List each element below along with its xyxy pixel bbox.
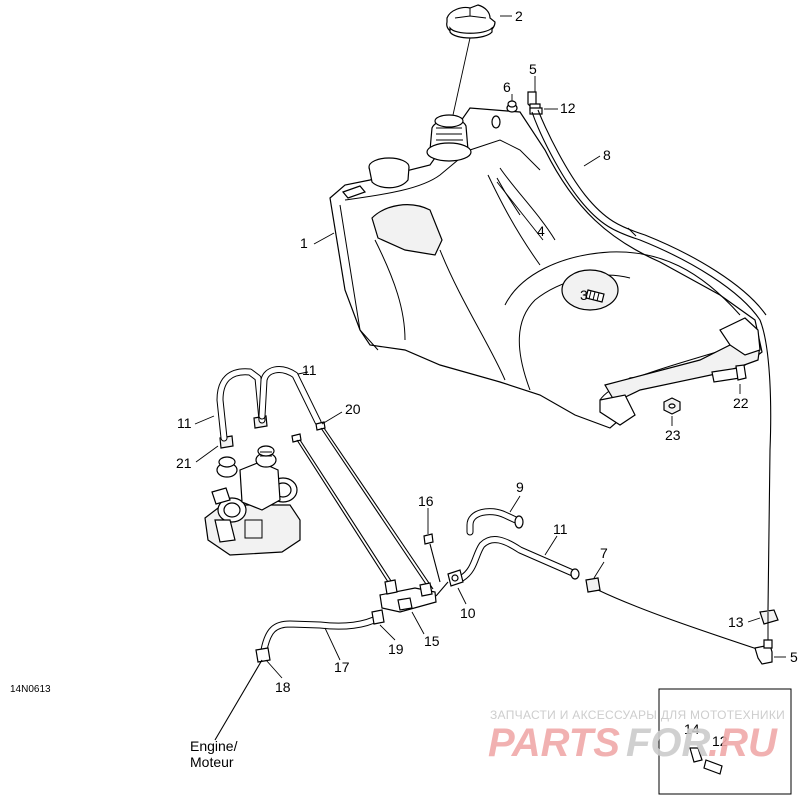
callout-14: 14 [684,721,700,737]
fuel-tank [329,107,763,429]
engine-label-line2: Moteur [190,754,234,770]
callout-22: 22 [733,395,749,411]
callout-11-right: 11 [553,521,568,537]
watermark-tagline: ЗАПЧАСТИ И АКСЕССУАРЫ ДЛЯ МОТОТЕХНИКИ [490,708,785,722]
callout-8: 8 [603,147,611,163]
callout-15: 15 [424,633,440,649]
callout-17: 17 [334,659,350,675]
return-line [597,589,761,651]
callout-4: 4 [537,223,545,239]
leader-lines [194,15,786,679]
callout-12-top: 12 [560,100,576,116]
callout-18: 18 [275,679,291,695]
callout-20: 20 [345,401,361,417]
callout-numbers: 2 5 6 12 8 1 4 3 11 22 20 11 23 21 9 16 … [176,8,798,749]
vent-hose [531,109,772,611]
sender-bolt [585,289,605,303]
watermark-brand-parts: PARTS [488,721,620,765]
watermark-brand-for: FOR [626,721,711,765]
callout-3: 3 [580,287,588,303]
callout-16: 16 [418,493,434,509]
callout-23: 23 [665,427,681,443]
callout-13: 12 [712,733,728,749]
main-fuel-hose [435,536,580,597]
hose-clips [291,421,326,443]
detail-inset [658,688,792,795]
callout-21: 21 [176,455,192,471]
elbow-hose [466,508,524,536]
engine-fuel-hose [214,609,385,741]
callout-10: 10 [460,605,476,621]
watermark: ЗАПЧАСТИ И АКСЕССУАРЫ ДЛЯ МОТОТЕХНИКИ PA… [488,708,785,765]
callout-5-top: 5 [529,61,537,77]
callout-2: 2 [515,8,523,24]
callout-11-left: 11 [177,415,192,431]
callout-7: 7 [600,545,608,561]
callout-6: 6 [503,79,511,95]
mounting-bolt [711,364,747,383]
callout-12-bottom: 13 [728,614,744,630]
carb-to-fitting-lines [296,427,434,591]
callout-5-bottom: 5 [790,649,798,665]
callout-19: 19 [388,641,404,657]
carburetor [204,445,301,556]
check-valve-fitting [379,533,441,613]
fuel-cap [446,4,496,39]
carb-vent-hoses [216,366,322,442]
grommet [506,100,518,113]
callout-11-top: 11 [302,362,317,378]
clamp-top [529,107,543,115]
watermark-brand-ru: .RU [708,721,778,765]
elbow-fitting-top [527,91,541,111]
callout-9: 9 [516,479,524,495]
diagram-code: 14N0613 [10,684,51,695]
hose-clamp [585,577,601,593]
callout-1: 1 [300,235,308,251]
mounting-nut [663,397,681,415]
clamp-bottom [759,609,779,640]
engine-label-line1: Engine/ [190,738,238,754]
elbow-fitting-bottom [754,639,773,665]
